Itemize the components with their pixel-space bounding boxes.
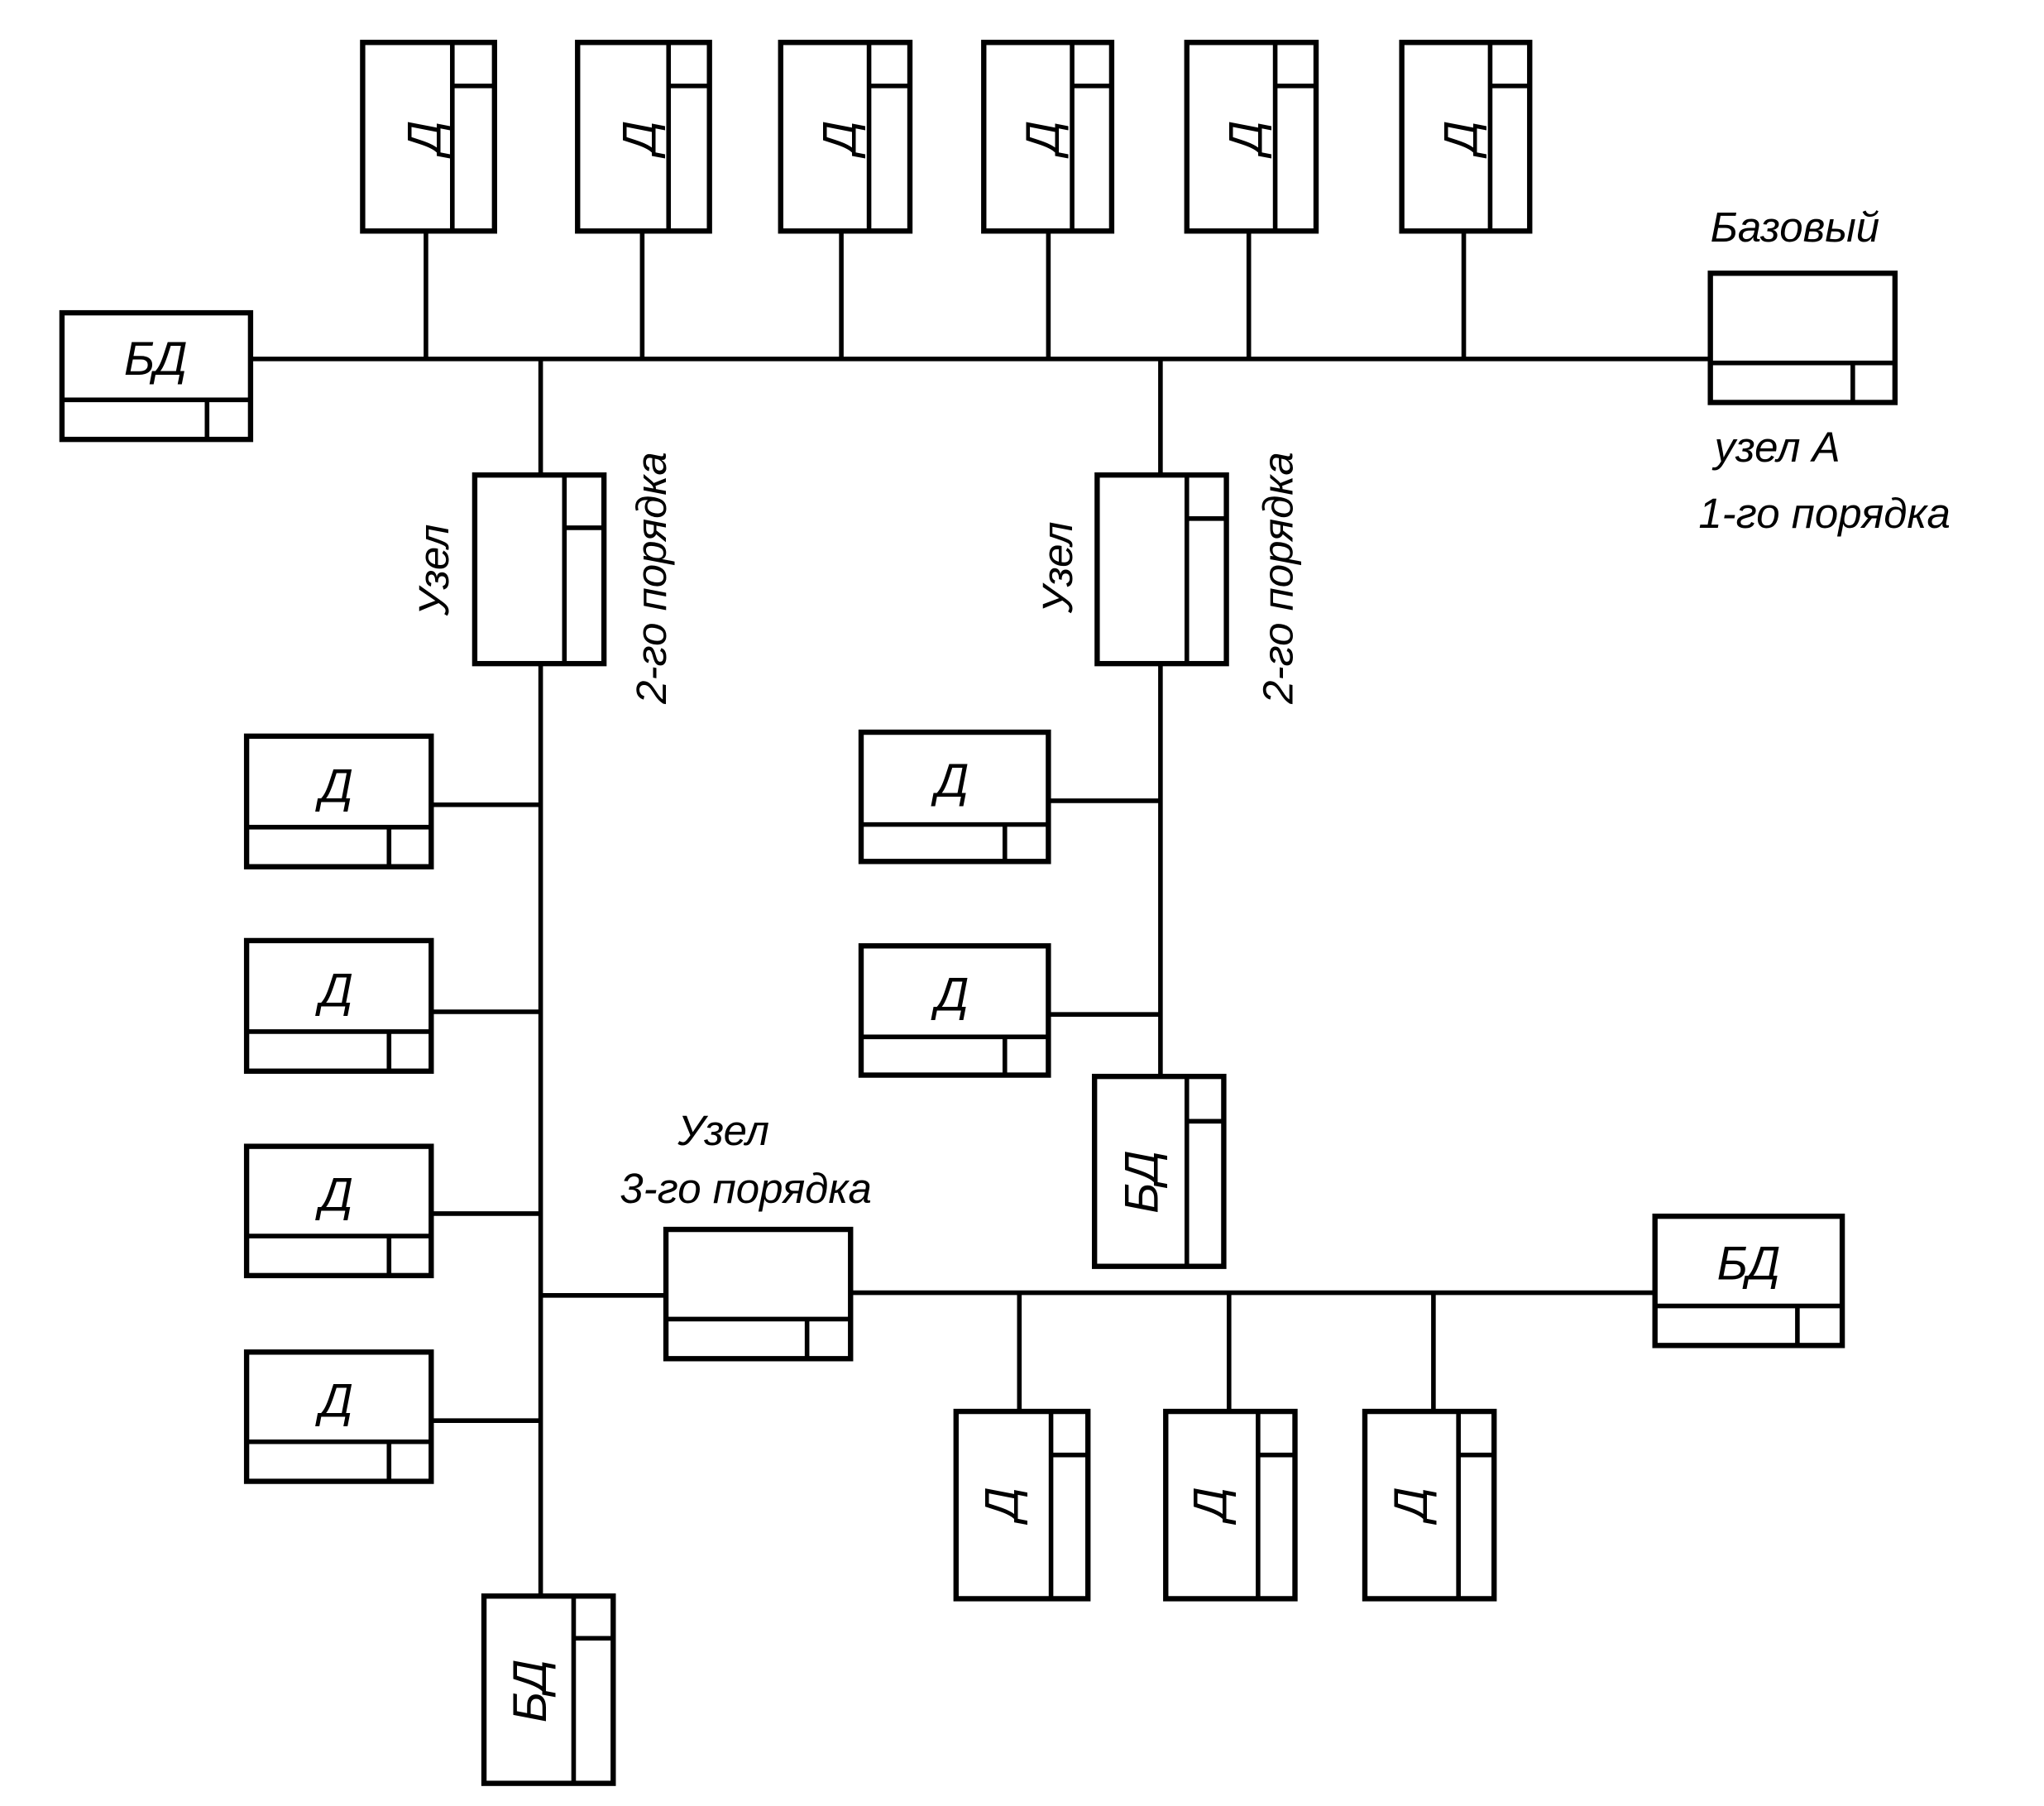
database-label: БД xyxy=(504,1660,557,1722)
device-box: Д xyxy=(858,943,1161,1078)
device-box: Д xyxy=(1163,1292,1298,1602)
device-box: Д xyxy=(1399,40,1533,359)
node2-right-word: Узел xyxy=(1034,521,1081,614)
device-box: Д xyxy=(778,40,913,359)
base-caption: Базовый xyxy=(1711,204,1879,251)
device-label: Д xyxy=(314,1374,352,1427)
device-label: Д xyxy=(1434,121,1487,159)
node-a-caption-line1: узел А xyxy=(1711,424,1840,471)
node-2-left: Узел 2-го порядка xyxy=(410,452,675,705)
device-box: Д xyxy=(360,40,498,359)
database-right-branch: БД xyxy=(1091,1073,1227,1269)
database-label: БД xyxy=(124,333,187,386)
node-3: Узел 3-го порядка xyxy=(620,1107,872,1362)
right-branch-devices: Д Д БД xyxy=(858,729,1227,1269)
device-box: Д xyxy=(243,1349,541,1484)
node3-caption-line1: Узел xyxy=(677,1107,769,1154)
database-level3: БД xyxy=(1652,1213,1845,1349)
device-box: Д xyxy=(1362,1292,1497,1602)
left-branch-devices: Д Д Д Д БД xyxy=(243,733,616,1786)
database-level1: БД xyxy=(59,309,254,443)
level1-devices: Д Д Д Д Д Д xyxy=(360,40,1533,359)
device-label: Д xyxy=(314,760,352,813)
device-box: Д xyxy=(243,733,541,869)
device-label: Д xyxy=(314,1169,352,1222)
database-left-branch: БД xyxy=(481,1593,616,1786)
device-label: Д xyxy=(613,121,666,159)
device-label: Д xyxy=(814,121,867,159)
device-label: Д xyxy=(398,121,451,159)
device-box: Д xyxy=(981,40,1115,359)
device-box: Д xyxy=(953,1292,1091,1602)
base-node-a: Базовый узел А 1-го порядка xyxy=(1698,204,1951,537)
device-box: Д xyxy=(1184,40,1319,359)
database-label: БД xyxy=(1116,1150,1169,1213)
level3-devices: Д Д Д xyxy=(953,1292,1497,1602)
device-label: Д xyxy=(1185,1487,1237,1525)
device-label: Д xyxy=(1017,121,1070,159)
device-label: Д xyxy=(314,965,352,1018)
node-2-right: Узел 2-го порядка xyxy=(1034,452,1301,705)
device-label: Д xyxy=(1385,1487,1438,1525)
node2-left-word: Узел xyxy=(410,525,457,617)
device-box: Д xyxy=(243,937,541,1074)
device-label: Д xyxy=(1220,121,1273,159)
device-label: Д xyxy=(976,1487,1029,1525)
node-a-caption-line2: 1-го порядка xyxy=(1698,490,1951,537)
node3-caption-line2: 3-го порядка xyxy=(620,1165,872,1212)
node2-right-order: 2-го порядка xyxy=(1254,452,1301,705)
device-label: Д xyxy=(931,754,969,807)
node2-left-order: 2-го порядка xyxy=(628,452,675,705)
device-box: Д xyxy=(575,40,712,359)
device-label: Д xyxy=(931,968,969,1021)
device-box: Д xyxy=(858,729,1161,865)
device-box: Д xyxy=(243,1143,541,1279)
database-label: БД xyxy=(1717,1238,1780,1291)
